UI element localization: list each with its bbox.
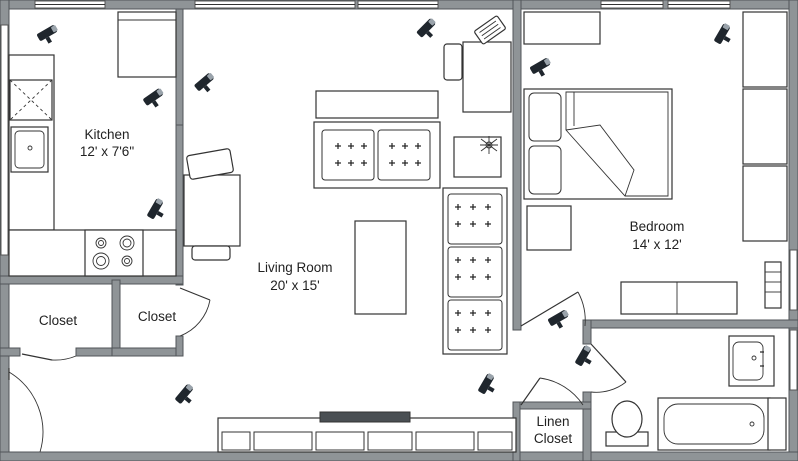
window-bath-right (789, 329, 798, 391)
security-camera-icon (36, 24, 62, 47)
desk (462, 41, 512, 113)
wall-bedroom-bath (582, 319, 798, 329)
kitchen-size: 12' x 7'6" (80, 144, 134, 159)
wall-bottom-left (0, 451, 521, 461)
security-camera-icon (174, 383, 199, 409)
wall-bottom-right (514, 451, 798, 461)
security-camera-icon (416, 17, 441, 43)
living-room: Living Room 20' x 15' (183, 15, 586, 453)
window-left (0, 24, 9, 256)
pillow-bottom (528, 145, 562, 195)
desk-lamp (474, 15, 506, 45)
wardrobe-3 (742, 165, 788, 242)
linen-closet-line1: Linen (536, 414, 569, 429)
wall-linen-top (512, 401, 592, 410)
closet-right-door (179, 287, 211, 301)
sofa-top-tufting (335, 142, 422, 167)
console-table (315, 90, 439, 119)
toilet-bowl (611, 400, 643, 438)
wall-living-bedroom (512, 0, 522, 331)
dining-chair-bottom (191, 245, 231, 261)
shower-wall (767, 397, 787, 451)
linen-closet-line2: Closet (534, 431, 573, 446)
security-camera-icon (547, 309, 573, 332)
dining-chair-top (186, 148, 234, 180)
living-room-size: 20' x 15' (270, 278, 319, 293)
closets: Closet Closet (8, 287, 211, 453)
dresser-top (523, 11, 601, 45)
wall-kitchen-living-upper (175, 8, 184, 140)
dining-table (183, 174, 241, 247)
linen-closet-door (520, 377, 541, 406)
wardrobe-1 (742, 11, 788, 88)
bedroom-name: Bedroom (630, 219, 685, 234)
security-camera-icon (529, 57, 555, 80)
kitchen-name: Kitchen (84, 127, 129, 142)
kitchen-range (84, 229, 144, 277)
bedroom-size: 14' x 12' (632, 237, 681, 252)
closet-left-door (21, 353, 53, 361)
living-room-name: Living Room (257, 260, 332, 275)
radiator (764, 261, 782, 309)
linen-closet: Linen Closet (520, 377, 584, 446)
bathroom (590, 335, 787, 451)
bathtub (657, 397, 771, 451)
wall-closet-left-bottom (0, 347, 21, 357)
bedroom: Bedroom 14' x 12' (523, 11, 788, 315)
security-camera-icon (574, 344, 598, 370)
closet-left-name: Closet (39, 313, 78, 328)
bedroom-door (520, 291, 579, 327)
kitchen-sink (10, 126, 49, 173)
window-bedroom-right (789, 249, 798, 311)
windows (0, 0, 798, 391)
nightstand (526, 205, 572, 251)
desk-chair (443, 43, 463, 81)
wall-closets-top (0, 275, 184, 285)
refrigerator (117, 11, 177, 78)
plant-stand (453, 136, 502, 178)
wall-bath-left (582, 319, 592, 345)
wall-between-closets (111, 279, 121, 356)
wall-kitchen-living-lower (175, 124, 184, 286)
closet-right-name: Closet (138, 309, 177, 324)
security-camera-icon (193, 71, 219, 97)
vanity (728, 335, 775, 387)
wall-closet-right-side (175, 335, 184, 357)
security-camera-icon (146, 197, 170, 223)
bathroom-door (590, 343, 627, 383)
wall-closet-right-bottom (111, 347, 184, 357)
television (319, 411, 411, 423)
bed-cover (565, 91, 669, 197)
pillow-top (528, 92, 562, 142)
wall-right (788, 0, 798, 461)
bench (620, 281, 738, 315)
coffee-table (354, 220, 407, 315)
plant-icon (480, 136, 498, 154)
wall-bath-left-lower (582, 391, 592, 461)
security-camera-icon (713, 22, 737, 48)
wardrobe-2 (742, 88, 788, 165)
security-camera-icon (142, 87, 168, 111)
kitchen: Kitchen 12' x 7'6" (8, 11, 177, 277)
sofa-side-tufting (454, 204, 492, 334)
security-camera-icon (477, 372, 501, 398)
